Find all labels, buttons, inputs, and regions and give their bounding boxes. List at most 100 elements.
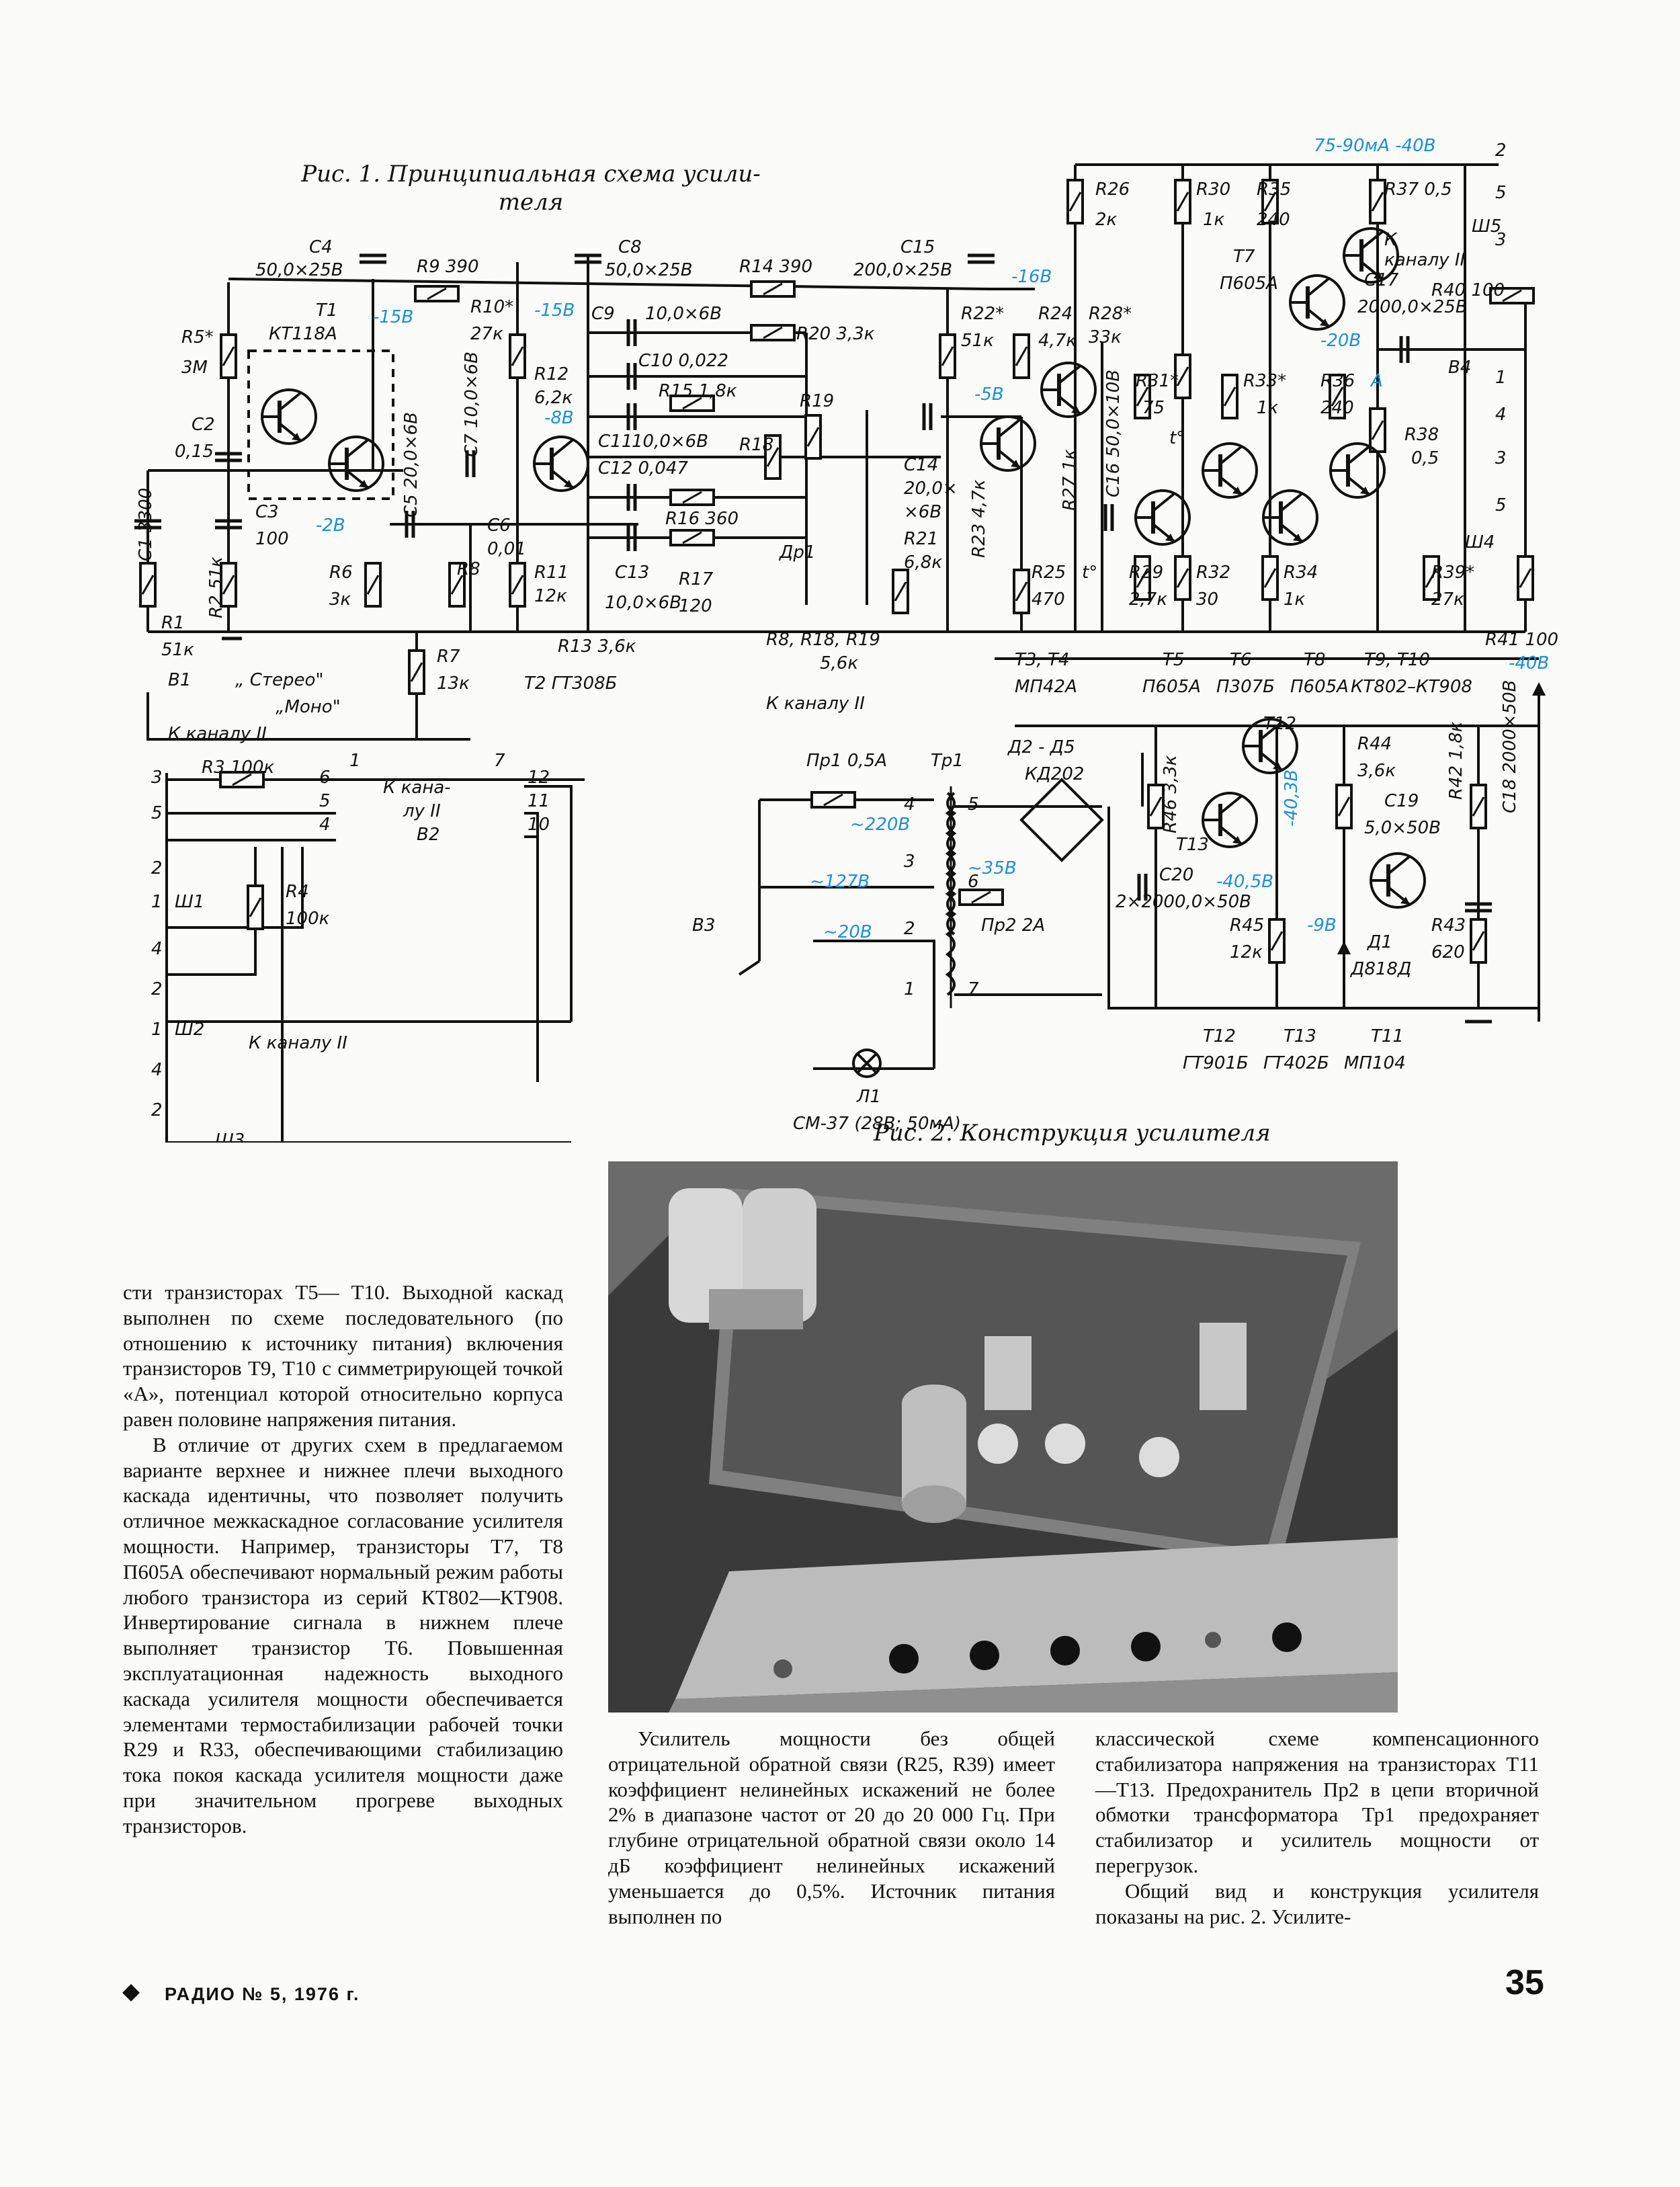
label-r14: R14 390 bbox=[739, 257, 812, 277]
label-pin-top-2: 5 bbox=[1495, 183, 1507, 203]
label-r3: R3 100к bbox=[202, 757, 274, 778]
label-r16: R16 360 bbox=[665, 509, 739, 529]
voltage-35: ~35В bbox=[968, 858, 1017, 878]
label-t13-model: ГТ402Б bbox=[1263, 1053, 1329, 1073]
label-r30: R30 bbox=[1196, 179, 1230, 200]
label-r27: R27 1к bbox=[1060, 449, 1080, 511]
label-r12: R12 bbox=[534, 364, 569, 384]
label-sh3: Ш3 bbox=[215, 1130, 245, 1143]
label-b4: B4 bbox=[1448, 358, 1471, 378]
label-tr-pin3: 3 bbox=[904, 852, 915, 872]
label-r29: R29 bbox=[1129, 563, 1163, 583]
label-tr1: Тр1 bbox=[931, 751, 964, 771]
voltage-minus8: -8В bbox=[544, 408, 574, 428]
label-r15: R15 1,8к bbox=[659, 381, 737, 401]
label-r44-val: 3,6к bbox=[1357, 761, 1396, 781]
label-r43-val: 620 bbox=[1431, 942, 1465, 962]
label-c14-val1: 20,0× bbox=[904, 479, 958, 499]
label-r28: R28* bbox=[1089, 304, 1132, 324]
label-r17-val: 120 bbox=[679, 596, 712, 616]
label-d2d5: Д2 - Д5 bbox=[1007, 737, 1075, 757]
voltage-minus2: -2В bbox=[316, 515, 345, 536]
label-r17: R17 bbox=[679, 569, 714, 589]
label-to-ch2-b1: К каналу II bbox=[168, 724, 267, 744]
schematic-wires bbox=[146, 163, 1540, 1143]
label-t12-model: ГТ901Б bbox=[1183, 1053, 1249, 1073]
label-r21-val: 6,8к bbox=[904, 552, 942, 573]
label-c9-val: 10,0×6В bbox=[645, 304, 722, 324]
label-c5: C5 20,0×6В bbox=[401, 412, 421, 518]
voltage-labels: -15В -15В -2В -8В -16В -5В -20В 75-90мА … bbox=[316, 136, 1549, 942]
label-r40: R40 100 bbox=[1431, 280, 1505, 300]
label-r32: R32 bbox=[1196, 563, 1230, 583]
label-r1: R1 bbox=[161, 613, 185, 633]
voltage-405: -40,5В bbox=[1216, 872, 1273, 892]
label-tr-pin2: 2 bbox=[904, 919, 915, 939]
label-r45-val: 12к bbox=[1230, 942, 1263, 962]
label-r32-val: 30 bbox=[1196, 589, 1218, 610]
label-r23: R23 4,7к bbox=[969, 479, 989, 558]
label-b2-pin6: 6 bbox=[319, 768, 331, 788]
label-dr1: Др1 bbox=[779, 542, 815, 563]
label-r13: R13 3,6к bbox=[558, 636, 636, 657]
label-b2-pin12: 12 bbox=[528, 768, 550, 788]
label-t11-model: МП104 bbox=[1344, 1053, 1406, 1073]
label-sh5: Ш5 bbox=[1472, 216, 1501, 237]
label-r31: R31* bbox=[1136, 371, 1179, 391]
amplifier-schematic: C4 50,0×25В R9 390 C8 50,0×25В R14 390 C… bbox=[0, 136, 1558, 1143]
label-sh4: Ш4 bbox=[1465, 532, 1495, 552]
label-r35: R35 bbox=[1257, 179, 1291, 200]
label-r42: R42 1,8к bbox=[1446, 721, 1466, 800]
label-r33-val: 1к bbox=[1257, 398, 1279, 418]
label-jack2-pin4: 4 bbox=[151, 1060, 163, 1080]
label-c4: C4 bbox=[309, 237, 333, 257]
label-t6-type: П307Б bbox=[1216, 677, 1275, 697]
voltage-minus16: -16В bbox=[1011, 267, 1052, 287]
figure1-caption: Рис. 1. Принципиальная схема усили- теля bbox=[289, 160, 773, 216]
label-tr-pin4: 4 bbox=[904, 794, 915, 815]
label-r41: R41 100 bbox=[1485, 630, 1558, 650]
label-to-ch2-b: каналу II bbox=[1384, 250, 1465, 270]
label-r39: R39* bbox=[1431, 563, 1474, 583]
label-t8: T8 bbox=[1304, 650, 1325, 670]
label-r31-val: 75 bbox=[1142, 398, 1165, 418]
label-r4-val: 100к bbox=[286, 909, 330, 929]
label-c20: C20 bbox=[1159, 865, 1193, 885]
figure1-caption-line2: теля bbox=[498, 189, 564, 216]
text-column-3: классической схеме компенсационного стаб… bbox=[1095, 1726, 1539, 1929]
label-r11-val: 12к bbox=[534, 586, 567, 606]
label-pin-mid-2: 4 bbox=[1495, 405, 1507, 425]
schematic-components bbox=[134, 179, 1546, 1024]
label-t7: T7 bbox=[1233, 247, 1255, 267]
label-to-ch2-a: К bbox=[1384, 230, 1398, 250]
label-l1-type: СМ-37 (28В; 50мА) bbox=[793, 1114, 961, 1134]
label-r36: R36 bbox=[1320, 371, 1355, 391]
voltage-minus15-a: -15В bbox=[373, 307, 413, 327]
label-r24-val: 4,7к bbox=[1038, 331, 1077, 351]
label-r7: R7 bbox=[437, 647, 460, 667]
label-to-ch2-bottom: К каналу II bbox=[766, 694, 865, 714]
label-d2d5-type: КД202 bbox=[1025, 764, 1084, 784]
label-t9t10-type: КТ802–КТ908 bbox=[1351, 677, 1472, 697]
label-t12: T12 bbox=[1263, 714, 1296, 734]
label-c8: C8 bbox=[618, 237, 642, 257]
label-r9: R9 390 bbox=[417, 257, 479, 277]
label-sh2: Ш2 bbox=[175, 1020, 204, 1040]
label-t5: T5 bbox=[1163, 650, 1184, 670]
label-pr1: Пр1 0,5А bbox=[806, 751, 887, 771]
page-number: 35 bbox=[1505, 1963, 1544, 2002]
label-tr-pin1: 1 bbox=[904, 979, 915, 999]
text-column-2: Усилитель мощности без общей отрицательн… bbox=[608, 1726, 1055, 1929]
label-r1-val: 51к bbox=[161, 640, 194, 660]
label-c8-val: 50,0×25В bbox=[605, 260, 693, 280]
label-c11: C11 bbox=[598, 431, 632, 452]
label-r25: R25 bbox=[1032, 563, 1066, 583]
label-r19: R19 bbox=[800, 391, 834, 411]
label-r10-val: 27к bbox=[470, 324, 503, 344]
label-r30-val: 1к bbox=[1203, 210, 1225, 230]
label-d1-type: Д818Д bbox=[1350, 959, 1411, 979]
label-jack1-pin4: 4 bbox=[151, 939, 163, 959]
label-jack1-pin1: 1 bbox=[151, 892, 163, 912]
label-pr2: Пр2 2А bbox=[981, 915, 1045, 936]
label-c10: C10 0,022 bbox=[638, 351, 728, 371]
